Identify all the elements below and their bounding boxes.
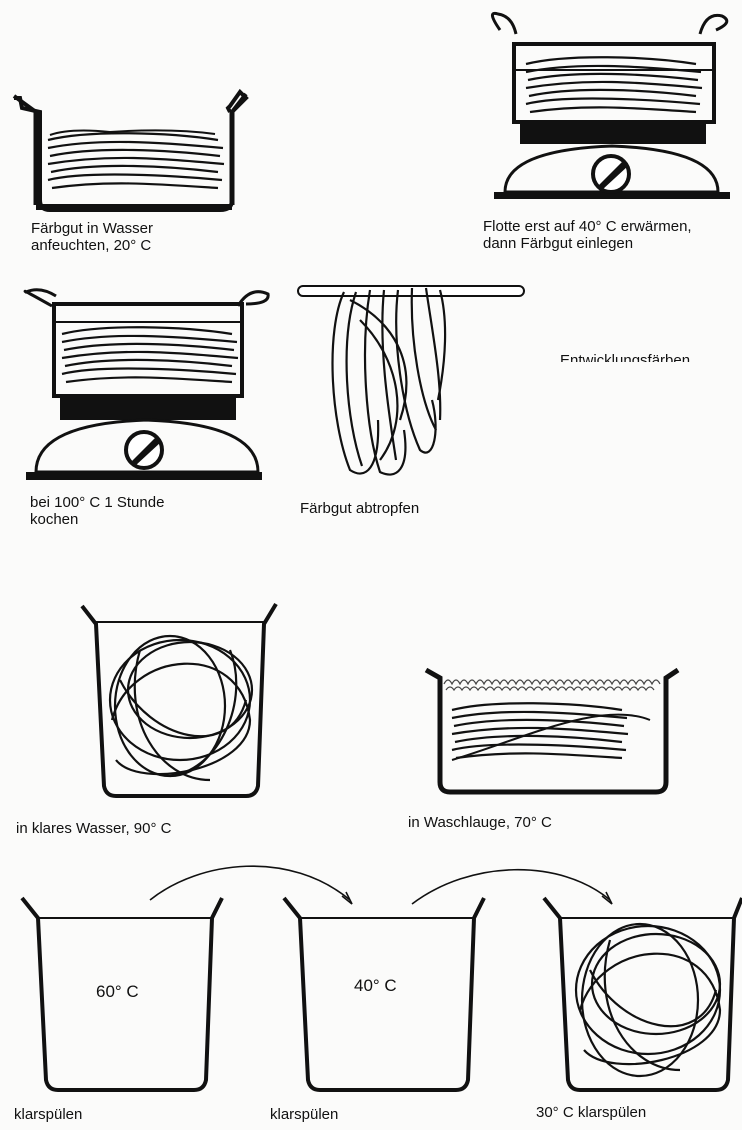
pot-moisten [14, 92, 246, 210]
temp-60: 60° C [96, 982, 139, 1002]
caption-rinse-1: klarspülen [14, 1106, 82, 1123]
caption-side-label: Entwicklungsfärben [560, 352, 690, 362]
caption-heat: Flotte erst auf 40° C erwärmen,dann Färb… [483, 218, 692, 252]
caption-drip: Färbgut abtropfen [300, 500, 419, 517]
pot-boil [25, 290, 268, 480]
caption-rinse-3: 30° C klarspülen [536, 1104, 646, 1121]
flow-arrows [150, 866, 612, 904]
pot-heat [492, 13, 730, 199]
caption-moisten: Färbgut in Wasseranfeuchten, 20° C [31, 220, 153, 254]
caption-rinse-2: klarspülen [270, 1106, 338, 1123]
hanging-hank [298, 286, 524, 475]
beaker-clear-water [82, 604, 276, 796]
caption-clear-water: in klares Wasser, 90° C [16, 820, 172, 837]
caption-boil: bei 100° C 1 Stundekochen [30, 494, 164, 528]
caption-wash: in Waschlauge, 70° C [408, 814, 552, 831]
pot-wash [426, 670, 678, 792]
beaker-rinse-30 [544, 898, 742, 1090]
temp-40: 40° C [354, 976, 397, 996]
